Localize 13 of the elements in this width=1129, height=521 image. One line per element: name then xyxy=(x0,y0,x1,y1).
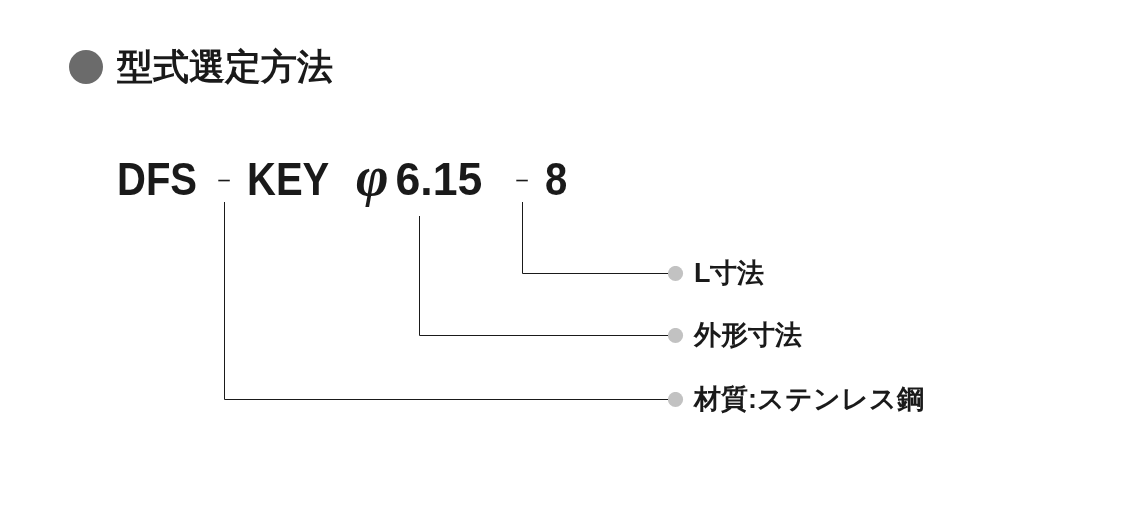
code-text: φ6.15 xyxy=(356,156,483,216)
dash-text: － xyxy=(211,166,237,202)
code-text: KEY xyxy=(247,156,330,202)
leader-line xyxy=(522,201,684,282)
section-title: 型式選定方法 xyxy=(117,49,333,85)
dash-text: － xyxy=(509,166,535,202)
code-text: 8 xyxy=(545,156,568,202)
callout-label: 材質:ステンレス鋼 xyxy=(683,385,924,413)
leader-line xyxy=(224,201,684,408)
callout-label: L寸法 xyxy=(683,259,765,287)
leader-line xyxy=(419,215,684,344)
callout-label: 外形寸法 xyxy=(683,321,802,349)
code-text: DFS xyxy=(117,156,198,202)
